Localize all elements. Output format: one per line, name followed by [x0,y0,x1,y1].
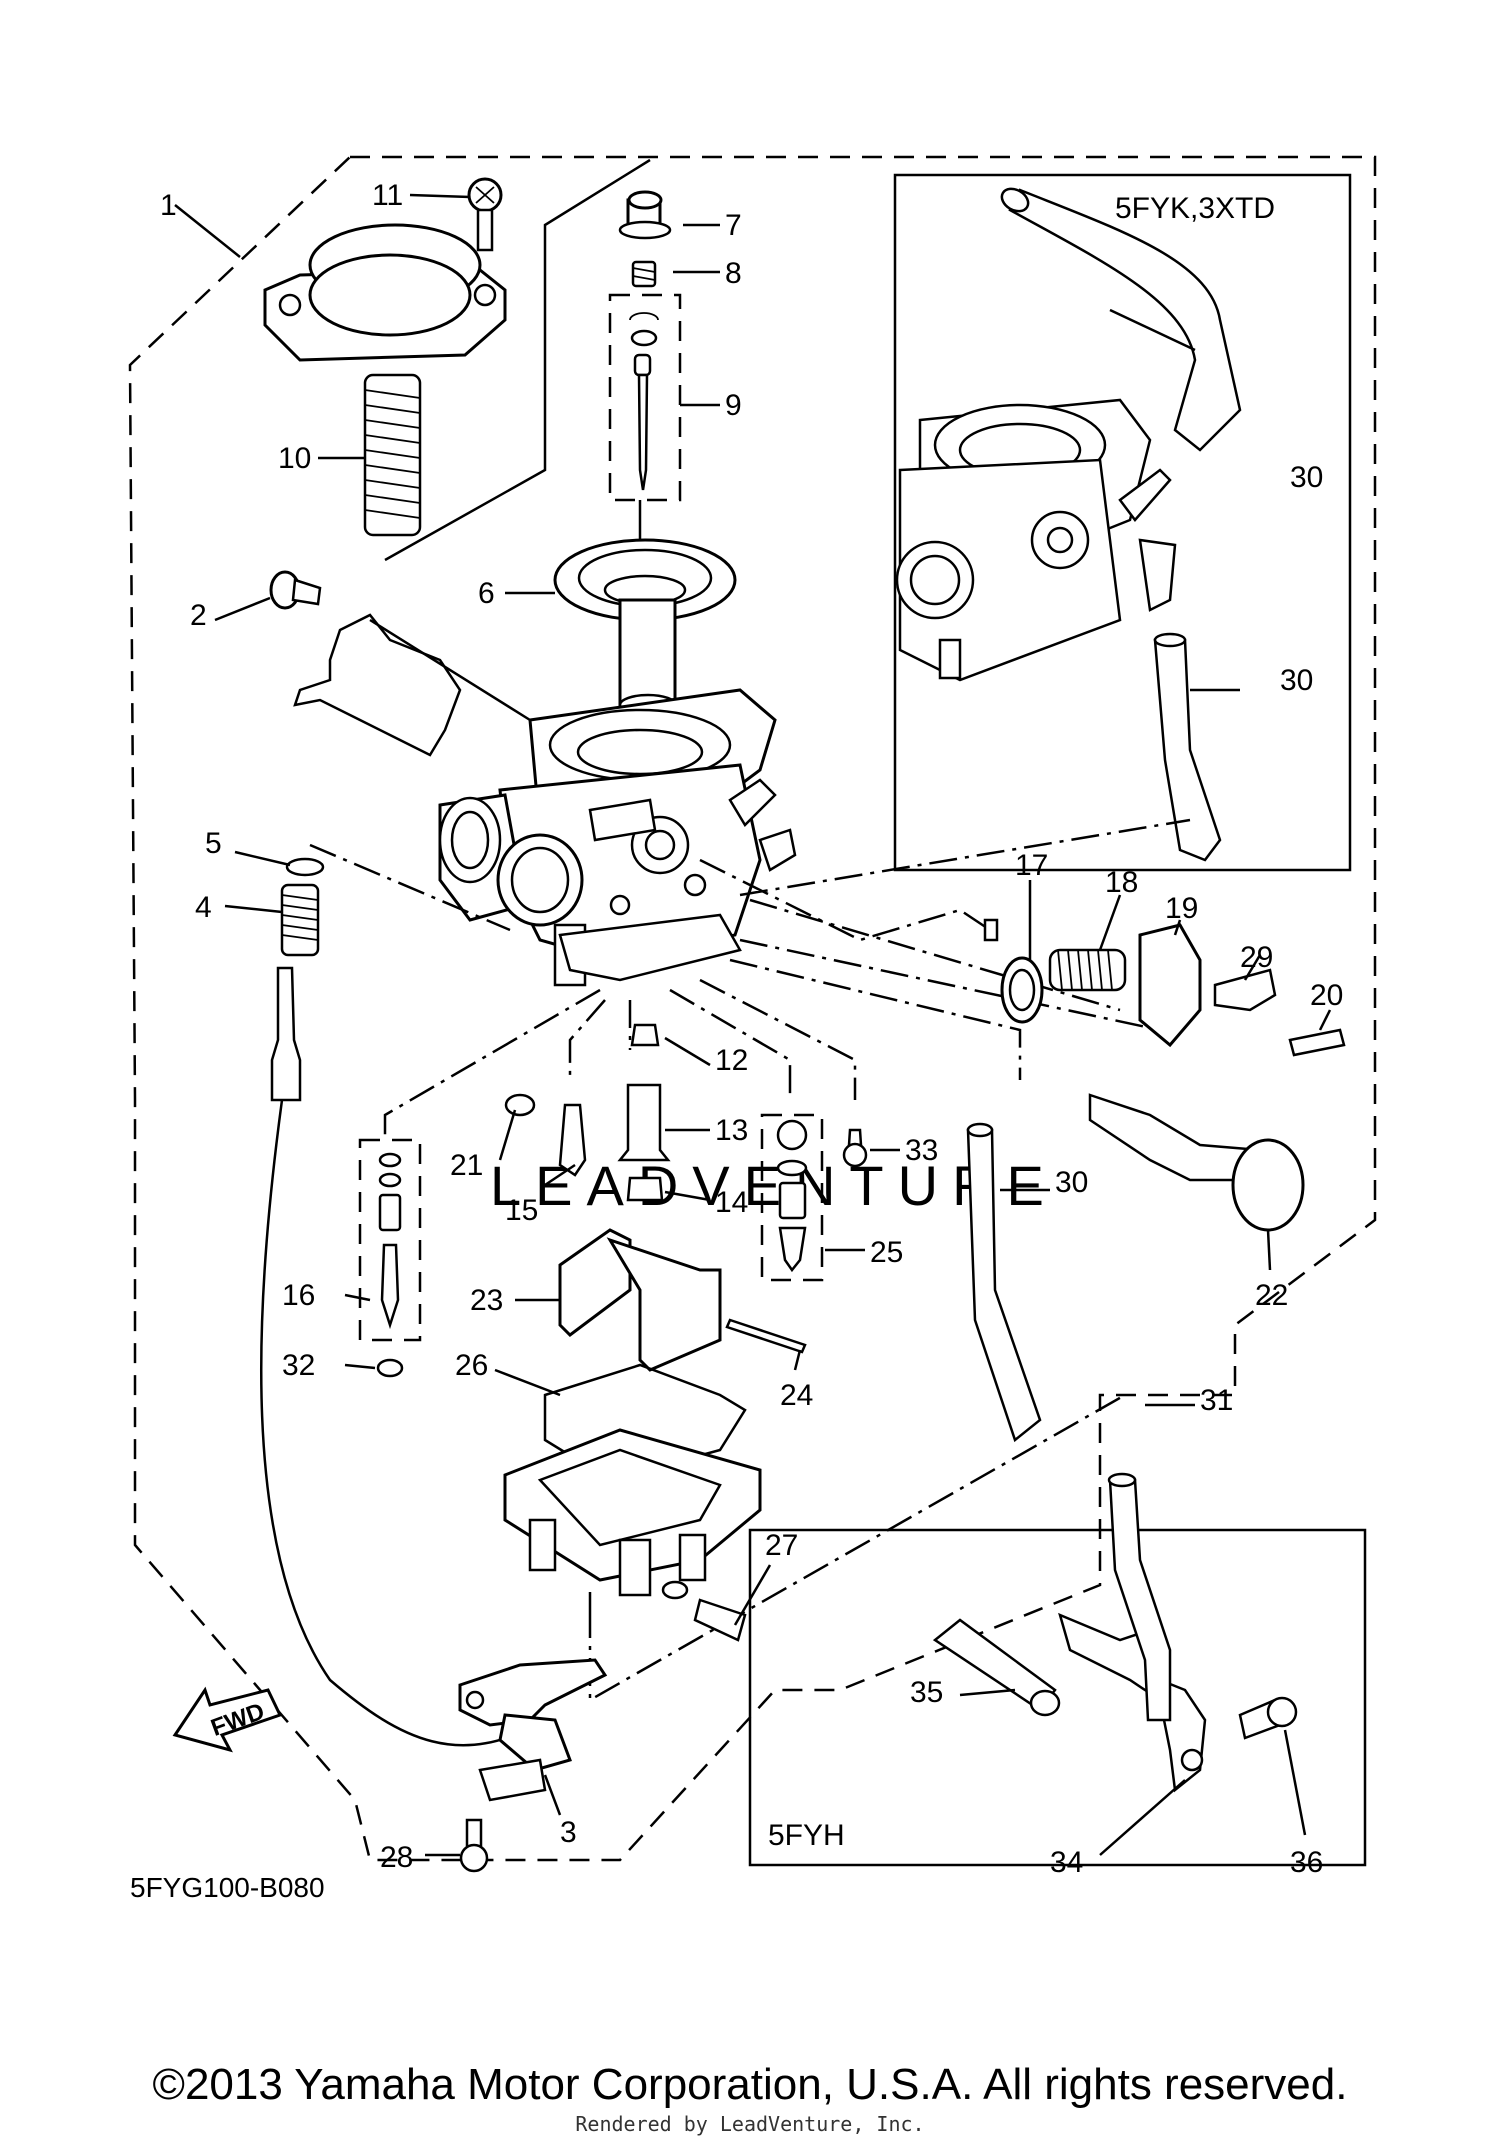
label-part-4: 4 [195,891,212,924]
part-7-cap [618,190,672,240]
label-part-22: 22 [1255,1279,1288,1312]
fwd-arrow-icon: FWD [172,1686,283,1753]
part-3-lever [458,1658,608,1802]
throttle-cable-line [260,1099,546,1747]
part-4-spring [280,883,320,957]
part-9-group-box [608,293,682,502]
part-16-pilot-screw [378,1152,402,1330]
part-1-top-cover [263,223,507,362]
label-part-16: 16 [282,1279,315,1312]
inset-5fyh-title: 5FYH [768,1819,845,1852]
throttle-cable-end [270,966,302,1102]
part-26-gasket [543,1363,747,1482]
inset-hose-lower [1153,638,1222,862]
part-19-cover [1138,923,1202,1048]
part-21-washer [504,1093,536,1117]
label-part-9: 9 [725,389,742,422]
label-part-30-inset-lower: 30 [1280,664,1313,697]
part-11-screw [467,177,503,252]
part-10-spring [363,373,422,537]
part-9-needle [629,312,659,491]
copyright-notice: ©2013 Yamaha Motor Corporation, U.S.A. A… [152,2060,1348,2109]
assembly-boundary [128,155,1377,1862]
label-part-7: 7 [725,209,742,242]
label-part-36: 36 [1290,1846,1323,1879]
label-part-25: 25 [870,1236,903,1269]
label-part-35: 35 [910,1676,943,1709]
label-part-31: 31 [1200,1384,1233,1417]
label-part-29: 29 [1240,941,1273,974]
label-part-26: 26 [455,1349,488,1382]
label-part-30-middle: 30 [1055,1166,1088,1199]
assembly-line-a [309,818,1191,1703]
main-carburetor-body [438,688,797,987]
part-31-hose [1108,1478,1172,1722]
part-29-bracket [1213,968,1277,1012]
label-part-13: 13 [715,1114,748,1147]
part-6-diaphragm [553,538,737,717]
inset-carburetor [895,398,1177,682]
label-part-3: 3 [560,1816,577,1849]
inset-5fyk-box [893,173,1352,872]
label-part-27: 27 [765,1529,798,1562]
label-part-6: 6 [478,577,495,610]
label-part-14: 14 [715,1186,748,1219]
label-part-34: 34 [1050,1846,1083,1879]
leader-lines [174,193,1332,1857]
throttle-bracket [293,613,462,757]
label-part-30-upper: 30 [1290,461,1323,494]
label-part-15: 15 [505,1194,538,1227]
part-13-jet [617,1083,671,1162]
part-15-screw [558,1103,587,1177]
label-part-18: 18 [1105,866,1138,899]
part-22-choke-plunger [1088,1093,1305,1232]
label-part-11: 11 [372,179,403,212]
part-18-spring [1048,948,1127,992]
label-part-19: 19 [1165,892,1198,925]
label-part-17: 17 [1015,849,1048,882]
part-23-float [558,1228,722,1372]
part-20-screw [1288,1028,1346,1057]
part-25-group-box [760,1113,824,1282]
label-part-5: 5 [205,827,222,860]
diagram-code: 5FYG100-B080 [130,1872,325,1903]
inset-5fyk-title: 5FYK,3XTD [1115,192,1275,225]
part-12-jet [630,1023,660,1047]
inset-5fyh-box [748,1528,1367,1867]
label-part-24: 24 [780,1379,813,1412]
label-part-28: 28 [380,1841,413,1874]
part-5-washer [285,857,325,877]
label-part-20: 20 [1310,979,1343,1012]
part-14-jet [626,1176,664,1202]
label-part-8: 8 [725,257,742,290]
part-17-diaphragm [983,918,1044,1024]
leader-10-bracket [384,158,651,562]
inset-hose-upper [1008,188,1242,452]
part-28-screw [459,1818,489,1873]
float-bowl [503,1428,762,1600]
label-part-32: 32 [282,1349,315,1382]
part-2-screw [269,570,322,610]
label-part-10: 10 [278,442,311,475]
part-25-needle-valve [776,1119,808,1273]
part-32-plug [376,1358,404,1378]
label-part-2: 2 [190,599,207,632]
part-8-spring [631,260,657,288]
label-part-21: 21 [450,1149,483,1182]
part-labels: 1 2 3 4 5 6 7 8 9 10 11 12 13 14 15 16 1… [160,179,1343,1879]
part-24-pin [725,1318,807,1354]
label-part-33: 33 [905,1134,938,1167]
rendered-by-notice: Rendered by LeadVenture, Inc. [575,2112,925,2136]
part-16-group-box [358,1138,422,1342]
part-27-drain-screw [693,1598,747,1642]
label-part-12: 12 [715,1044,748,1077]
label-part-23: 23 [470,1284,503,1317]
label-part-1: 1 [160,189,177,222]
